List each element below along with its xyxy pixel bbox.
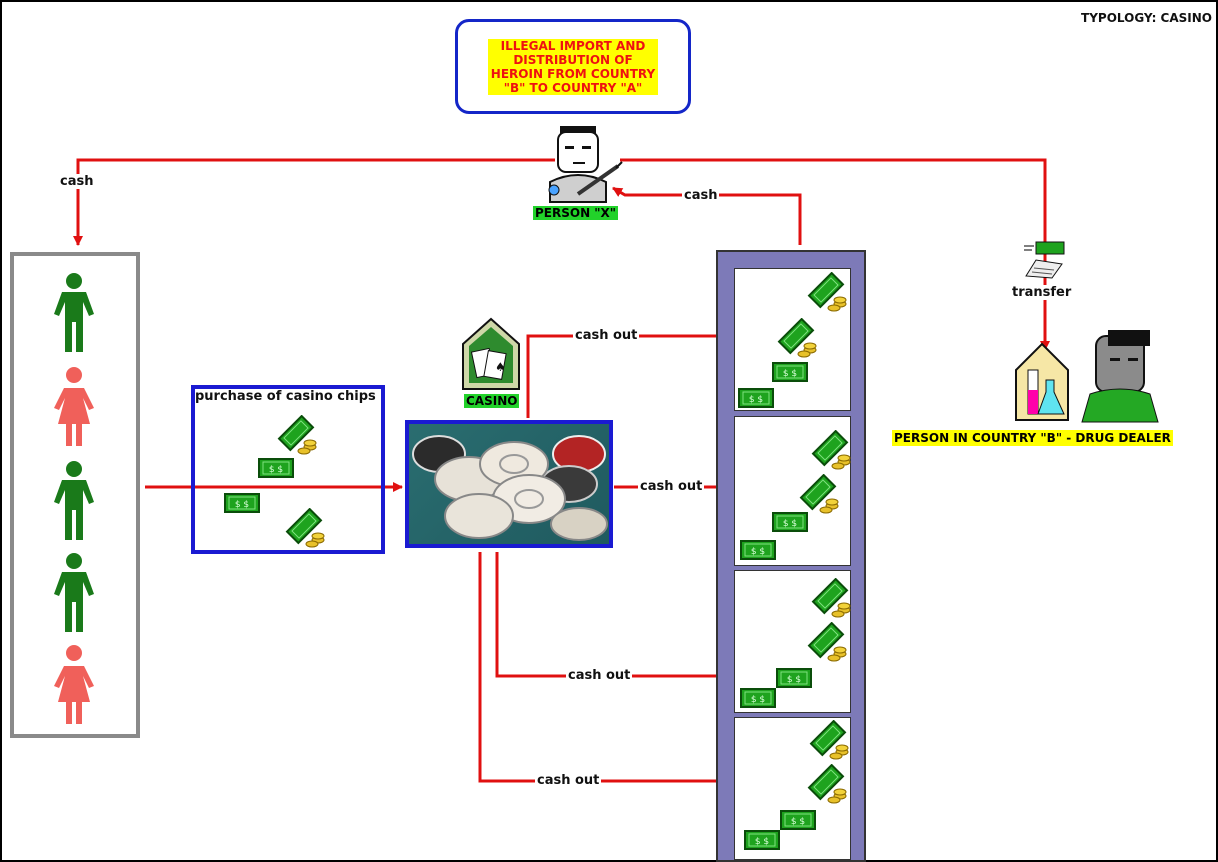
svg-text:$ $: $ $	[751, 547, 765, 557]
chips-purchase-box	[191, 385, 385, 554]
crime-title-box: ILLEGAL IMPORT AND DISTRIBUTION OF HEROI…	[455, 19, 691, 114]
wire-transfer-icon	[1022, 240, 1066, 280]
person-x-icon	[540, 124, 624, 204]
arrow-cash-out-1	[526, 331, 729, 418]
casino-label: CASINO	[464, 394, 520, 408]
svg-text:$ $: $ $	[751, 695, 765, 705]
drug-lab-dealer-icon	[1010, 330, 1160, 424]
arrow-cash-out-4	[478, 552, 729, 786]
male-person-icon	[52, 272, 96, 354]
arrow-cash-out-3	[495, 552, 773, 681]
cash-out-label-4: cash out	[535, 773, 602, 788]
chips-purchase-title: purchase of casino chips	[195, 389, 376, 404]
svg-text:$ $: $ $	[787, 675, 801, 685]
svg-text:♠: ♠	[495, 360, 506, 374]
svg-text:$ $: $ $	[783, 519, 797, 529]
person-x-label: PERSON "X"	[533, 206, 619, 220]
svg-text:$ $: $ $	[791, 817, 805, 827]
cash-out-label-2: cash out	[638, 479, 705, 494]
cash-label-left: cash	[58, 174, 96, 189]
transfer-label: transfer	[1010, 285, 1074, 300]
crime-title-text: ILLEGAL IMPORT AND DISTRIBUTION OF HEROI…	[488, 38, 658, 95]
typology-label: TYPOLOGY: CASINO	[1081, 11, 1212, 25]
cash-out-label-1: cash out	[573, 328, 640, 343]
arrow-cash-to-people	[73, 158, 555, 246]
cash-label-right: cash	[682, 188, 720, 203]
dealer-label: PERSON IN COUNTRY "B" - DRUG DEALER	[892, 430, 1173, 446]
female-person-icon	[52, 644, 96, 726]
female-person-icon	[52, 366, 96, 448]
cash-out-label-3: cash out	[566, 668, 633, 683]
svg-text:$ $: $ $	[749, 395, 763, 405]
casino-house-icon: ♠	[460, 316, 522, 392]
svg-text:$ $: $ $	[755, 837, 769, 847]
people-group-box	[10, 252, 140, 738]
male-person-icon	[52, 460, 96, 542]
svg-text:$ $: $ $	[235, 500, 249, 510]
svg-text:$ $: $ $	[269, 465, 283, 475]
casino-chips-photo	[405, 420, 613, 548]
svg-text:$ $: $ $	[783, 369, 797, 379]
male-person-icon	[52, 552, 96, 634]
